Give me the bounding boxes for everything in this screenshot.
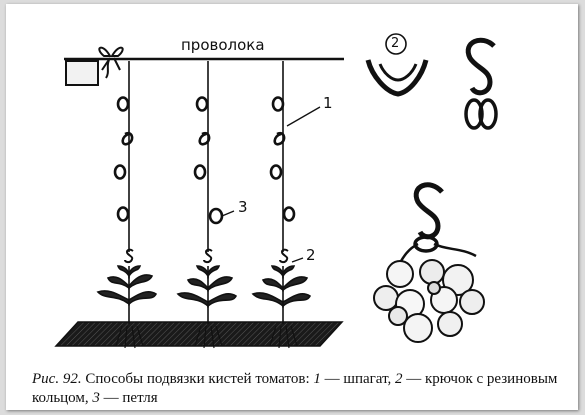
seedling-2 bbox=[176, 265, 238, 349]
big-s-hook-1 bbox=[465, 37, 496, 96]
seedling-3 bbox=[251, 265, 312, 349]
caption-text-2: — шпагат, bbox=[320, 371, 395, 387]
circled-2-label: 2 bbox=[391, 36, 400, 51]
marker-2-label: 2 bbox=[306, 246, 316, 264]
trellis-post bbox=[65, 60, 99, 86]
tomato-tying-figure: проволока 1 3 2 2 bbox=[6, 4, 578, 364]
leader-line-3 bbox=[221, 210, 235, 217]
caption-text-4: — петля bbox=[99, 390, 158, 406]
loop-detail-inner bbox=[378, 63, 418, 82]
marker-3-label: 3 bbox=[238, 198, 248, 216]
caption-fig-label: Рис. 92. bbox=[32, 371, 82, 387]
marker-1-label: 1 bbox=[323, 94, 333, 112]
caption-text-1: Способы подвязки кистей томатов: bbox=[81, 371, 314, 387]
leader-line-2 bbox=[291, 257, 304, 263]
seedling-1 bbox=[96, 265, 158, 349]
caption-num-3: 3 bbox=[92, 390, 100, 406]
loop-detail-outer bbox=[365, 59, 429, 97]
rubber-ring-1 bbox=[464, 98, 498, 130]
figure-caption: Рис. 92. Способы подвязки кистей томатов… bbox=[32, 370, 562, 408]
small-s-hooks bbox=[124, 248, 289, 264]
figure-drawing bbox=[54, 33, 498, 349]
caption-num-2: 2 bbox=[395, 371, 403, 387]
page-sheet: проволока 1 3 2 2 Рис. 92. Способы подвя… bbox=[6, 4, 578, 410]
bow-knot bbox=[98, 46, 124, 79]
big-s-hook-2 bbox=[413, 182, 444, 240]
tomato-cluster bbox=[373, 259, 485, 343]
caption-text-3: — крючок с резиновым кольцом, bbox=[32, 371, 558, 406]
leader-line-1 bbox=[286, 106, 321, 127]
twine-loops bbox=[113, 96, 296, 225]
wire-label: проволока bbox=[181, 36, 265, 54]
caption-num-1: 1 bbox=[313, 371, 321, 387]
circled-2-ring bbox=[385, 33, 407, 55]
